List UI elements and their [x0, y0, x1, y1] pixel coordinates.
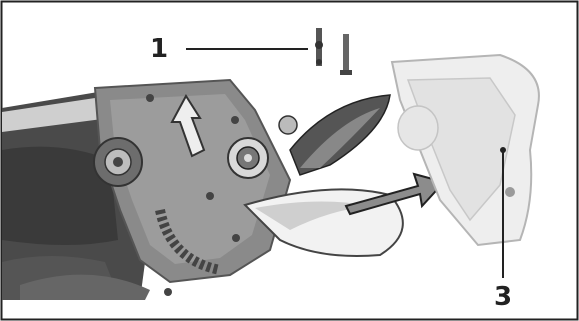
callout-label-3: 3: [494, 284, 512, 310]
pivot-bolt: [228, 138, 268, 178]
callout-label-1: 1: [150, 36, 168, 62]
leader-dot-3: [500, 147, 506, 153]
